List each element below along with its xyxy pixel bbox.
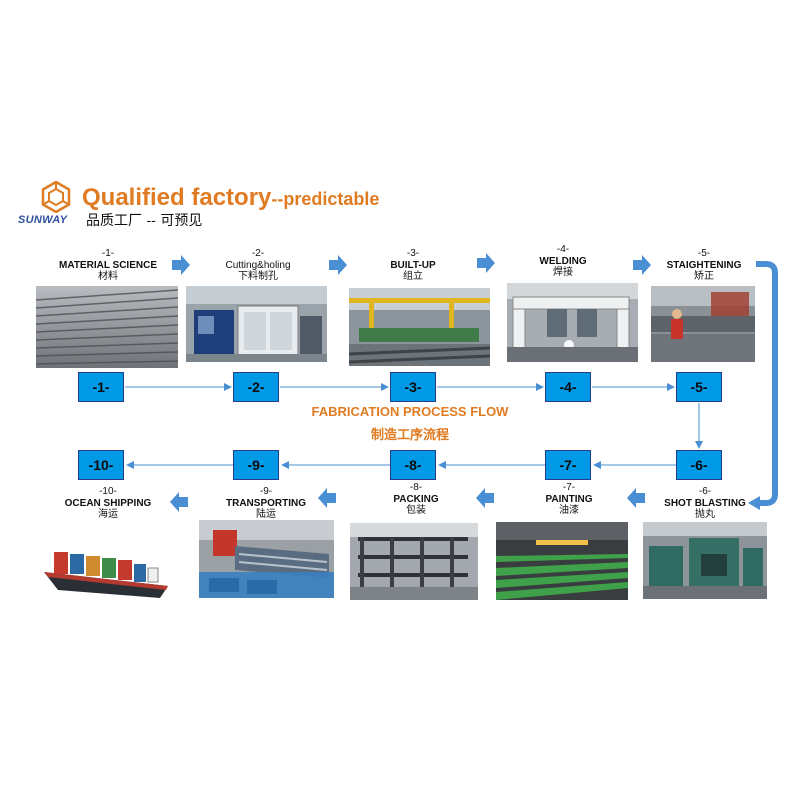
step-name-en: BUILT-UP bbox=[390, 259, 436, 271]
photo-truck-transport bbox=[199, 520, 334, 598]
step-name-en: SHOT BLASTING bbox=[664, 497, 746, 509]
step-10-label: -10- OCEAN SHIPPING 海运 bbox=[28, 486, 188, 521]
arrow-left-8 bbox=[318, 488, 336, 508]
step-name-en: PACKING bbox=[393, 493, 439, 505]
step-name-en: WELDING bbox=[539, 255, 587, 267]
arrow-left-9 bbox=[170, 492, 188, 512]
step-name-en: OCEAN SHIPPING bbox=[64, 497, 152, 509]
photo-shot-blasting-machine bbox=[643, 522, 767, 599]
photo-cutting-machine bbox=[186, 286, 327, 362]
step-name-zh: 焊接 bbox=[553, 267, 573, 278]
arrow-right-1 bbox=[172, 255, 190, 275]
logo-wordmark: SUNWAY bbox=[18, 214, 68, 226]
arrow-right-4 bbox=[633, 255, 651, 275]
step-2-box: -2- bbox=[233, 372, 279, 402]
step-name-zh: 油漆 bbox=[559, 505, 579, 516]
sunway-logo: SUNWAY bbox=[18, 181, 92, 231]
photo-cargo-ship bbox=[40, 524, 178, 600]
step-name-en: PAINTING bbox=[545, 493, 593, 505]
photo-builtup-workshop bbox=[349, 288, 490, 366]
step-number: -1- bbox=[101, 248, 115, 259]
step-3-label: -3- BUILT-UP 组立 bbox=[333, 248, 493, 283]
step-5-box: -5- bbox=[676, 372, 722, 402]
step-name-en: MATERIAL SCIENCE bbox=[59, 259, 157, 271]
step-10-box: -10- bbox=[78, 450, 124, 480]
step-9-box: -9- bbox=[233, 450, 279, 480]
arrow-left-6 bbox=[627, 488, 645, 508]
step-name-en: STAIGHTENING bbox=[666, 259, 742, 271]
step-name-en: Cutting&holing bbox=[225, 259, 291, 271]
step-name-en: TRANSPORTING bbox=[226, 497, 306, 509]
step-name-zh: 矫正 bbox=[694, 271, 714, 282]
step-8-box: -8- bbox=[390, 450, 436, 480]
uturn-arrow-head bbox=[748, 496, 760, 510]
step-6-box: -6- bbox=[676, 450, 722, 480]
step-4-label: -4- WELDING 焊接 bbox=[483, 244, 643, 279]
photo-packing-bundles bbox=[350, 523, 478, 600]
step-8-label: -8- PACKING 包装 bbox=[336, 482, 496, 517]
step-name-zh: 包装 bbox=[406, 505, 426, 516]
step-1-box: -1- bbox=[78, 372, 124, 402]
logo-hexagon-icon bbox=[41, 181, 71, 213]
step-5-label: -5- STAIGHTENING 矫正 bbox=[624, 248, 784, 283]
step-3-box: -3- bbox=[390, 372, 436, 402]
step-2-label: -2- Cutting&holing 下料制孔 bbox=[178, 248, 338, 283]
step-name-zh: 材料 bbox=[98, 271, 118, 282]
flow-title-zh: 制造工序流程 bbox=[370, 428, 449, 443]
photo-painting-beams bbox=[496, 522, 628, 600]
step-number: -5- bbox=[697, 248, 711, 259]
step-number: -6- bbox=[698, 486, 712, 497]
arrow-left-7 bbox=[476, 488, 494, 508]
step-7-box: -7- bbox=[545, 450, 591, 480]
step-7-label: -7- PAINTING 油漆 bbox=[489, 482, 649, 517]
step-name-zh: 陆运 bbox=[256, 509, 276, 520]
step-4-box: -4- bbox=[545, 372, 591, 402]
step-number: -8- bbox=[409, 482, 423, 493]
page-subtitle: 品质工厂 -- 可预见 bbox=[86, 213, 203, 229]
flow-title-en: FABRICATION PROCESS FLOW bbox=[311, 404, 509, 419]
step-number: -2- bbox=[251, 248, 265, 259]
step-9-label: -9- TRANSPORTING 陆运 bbox=[186, 486, 346, 521]
page-title: Qualified factory--predictable bbox=[82, 184, 379, 212]
uturn-arrow bbox=[756, 261, 778, 506]
step-name-zh: 组立 bbox=[403, 271, 423, 282]
arrow-right-3 bbox=[477, 253, 495, 273]
title-suffix: --predictable bbox=[271, 189, 380, 209]
step-number: -4- bbox=[556, 244, 570, 255]
title-main: Qualified factory bbox=[82, 184, 272, 211]
photo-material-plates bbox=[36, 286, 178, 368]
step-number: -10- bbox=[99, 486, 117, 497]
step-name-zh: 海运 bbox=[98, 509, 118, 520]
step-number: -7- bbox=[562, 482, 576, 493]
step-name-zh: 下料制孔 bbox=[238, 271, 278, 282]
step-6-label: -6- SHOT BLASTING 抛丸 bbox=[625, 486, 785, 521]
step-number: -3- bbox=[406, 248, 420, 259]
step-name-zh: 抛丸 bbox=[695, 509, 715, 520]
step-1-label: -1- MATERIAL SCIENCE 材料 bbox=[28, 248, 188, 283]
step-number: -9- bbox=[259, 486, 273, 497]
photo-welding-gantry bbox=[507, 283, 638, 362]
arrow-right-2 bbox=[329, 255, 347, 275]
photo-straightening bbox=[651, 286, 755, 362]
